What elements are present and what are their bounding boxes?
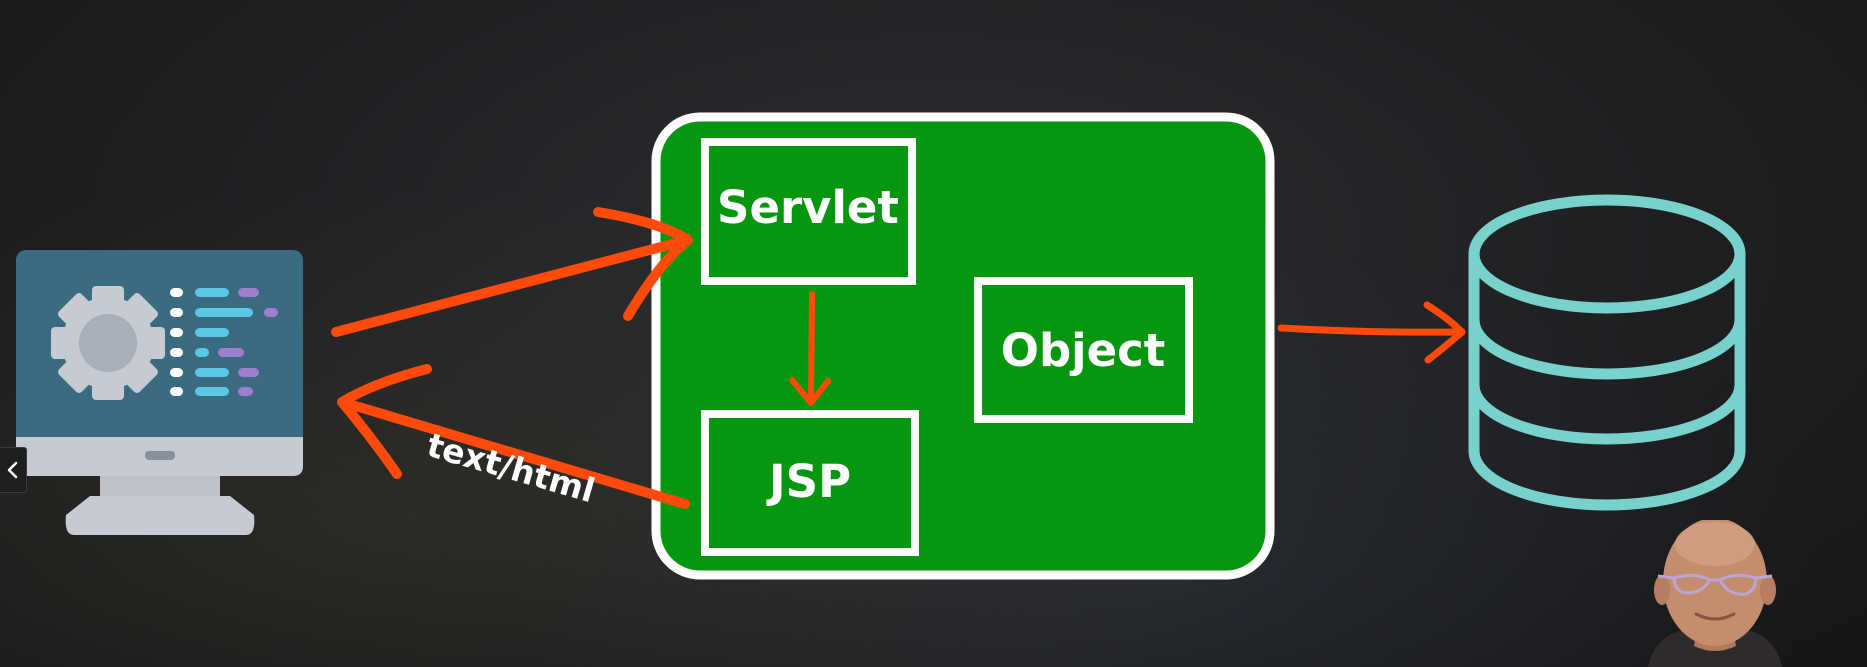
code-lines-icon	[170, 288, 278, 396]
forward-arrow	[789, 291, 831, 406]
servlet-box: Servlet	[701, 138, 916, 285]
request-arrow	[331, 207, 693, 337]
previous-slide-button[interactable]	[0, 447, 27, 493]
gear-icon	[51, 286, 165, 400]
presenter-avatar	[1648, 520, 1782, 667]
server-container	[651, 112, 1275, 580]
jsp-box: JSP	[701, 410, 919, 556]
response-label: text/html	[423, 425, 599, 510]
jsp-label: JSP	[766, 455, 851, 508]
response-arrow	[337, 364, 690, 509]
object-label: Object	[1001, 324, 1166, 377]
db-arrow	[1277, 301, 1466, 364]
servlet-label: Servlet	[717, 181, 899, 234]
desktop-computer-icon	[16, 250, 303, 535]
chevron-left-icon	[7, 461, 18, 479]
database-icon	[1468, 194, 1746, 511]
object-box: Object	[974, 277, 1193, 423]
